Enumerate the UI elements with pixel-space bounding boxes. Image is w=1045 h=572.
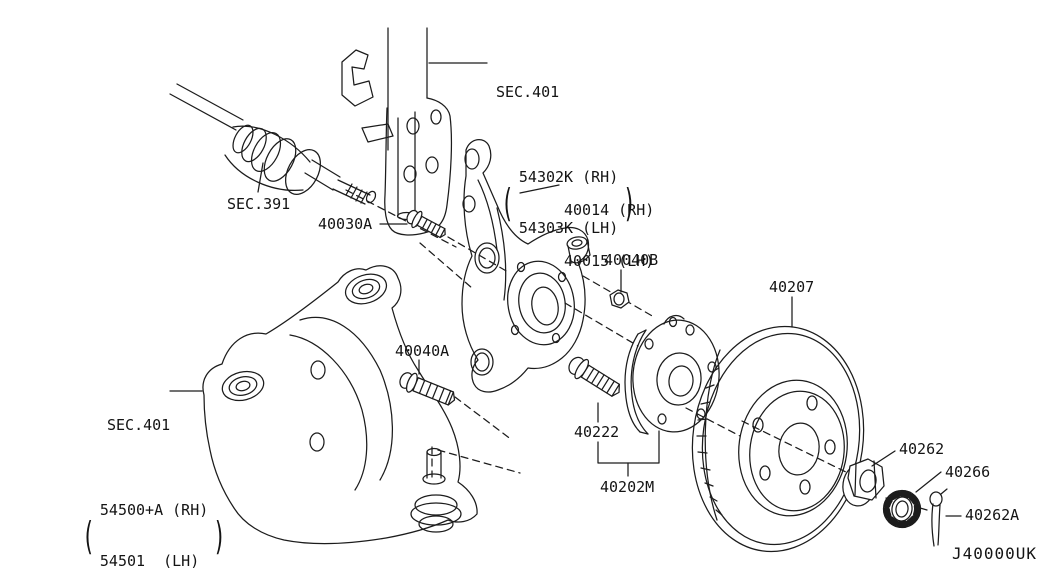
- knuckle-part-rh: 40014 (RH): [564, 201, 655, 219]
- driveshaft-section-label: SEC.391: [227, 195, 291, 213]
- strut-part-lh: 54303K (LH): [518, 219, 619, 237]
- cotter-pin-art: [929, 488, 948, 547]
- paren-close: ): [623, 181, 636, 225]
- link-section-label: SEC.401 ( 54500+A (RH) 54501 (LH) ): [77, 383, 231, 572]
- paren-close: ): [213, 514, 227, 558]
- knuckle-label: 40014 (RH) 40015 (LH): [564, 168, 654, 304]
- cotter-pin-label: 40262A: [965, 506, 1020, 524]
- bolt-40030a-label: 40030A: [318, 215, 373, 233]
- bearing-locknut-label: 40262: [899, 440, 945, 458]
- link-part-rh: 54500+A (RH): [99, 501, 209, 519]
- hub-assembly-label: 40202M: [600, 478, 655, 496]
- paren-open: (: [501, 181, 514, 225]
- bolt-40222-art: [568, 356, 620, 397]
- adjusting-cap-label: 40266: [945, 463, 991, 481]
- strut-part-rh: 54302K (RH): [518, 168, 619, 186]
- hub-bolt-label: 40222: [574, 423, 620, 441]
- knuckle-art: [461, 139, 591, 393]
- strut-section-code: SEC.401: [496, 83, 560, 101]
- axis-dashed-lines: [345, 189, 928, 511]
- knuckle-part-lh: 40015 (LH): [564, 252, 655, 270]
- bolt-40030a-art: [406, 209, 446, 239]
- link-part-lh: 54501 (LH): [99, 552, 200, 570]
- diagram-code: J40000UK: [952, 544, 1038, 563]
- strut-section-label: SEC.401 ( 54302K (RH) 54303K (LH) ): [496, 50, 641, 305]
- paren-open: (: [82, 514, 95, 558]
- driveshaft-art: [169, 83, 377, 205]
- rotor-label: 40207: [769, 278, 815, 296]
- hub-art: [624, 314, 720, 435]
- bearing-locknut-art: [842, 458, 885, 507]
- nut-40040b-label: 40040B: [604, 251, 659, 269]
- leader-lines: [169, 62, 962, 517]
- strut-art: [341, 27, 453, 236]
- rotor-art: [691, 325, 865, 553]
- link-section-code: SEC.401: [107, 416, 171, 434]
- nut-40040b-art: [609, 289, 630, 309]
- bolt-40040a-label: 40040A: [395, 342, 450, 360]
- bolt-40040a-art: [399, 372, 456, 406]
- control-arm-art: [202, 265, 478, 545]
- adjusting-cap-art: [882, 489, 922, 529]
